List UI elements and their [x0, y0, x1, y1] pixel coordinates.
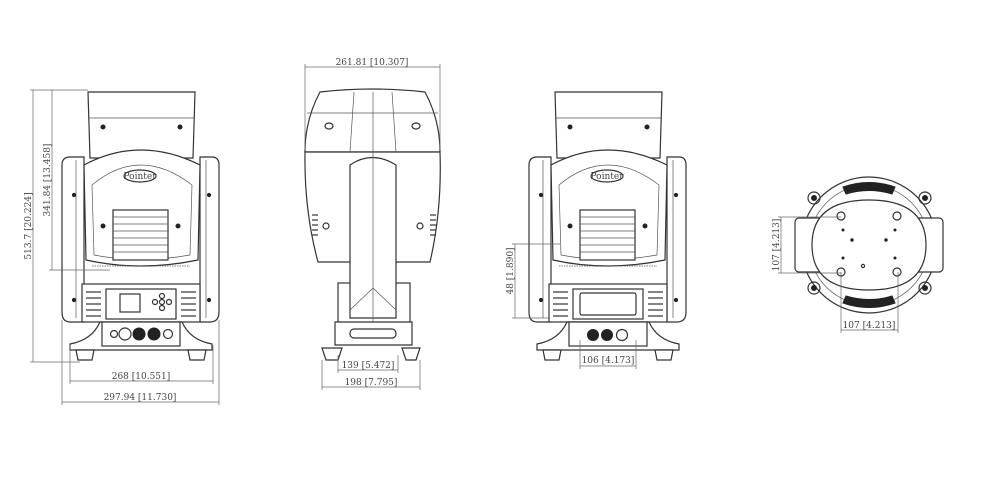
head-height-dimension: 341.84 [13.458] — [43, 144, 53, 217]
overall-width-dimension: 297.94 [11.730] — [104, 393, 177, 403]
side-base-inner-width-dimension: 139 [5.472] — [342, 361, 395, 371]
bottom-vertical-hole-spacing: 107 [4.213] — [772, 219, 782, 272]
overall-height-dimension: 513.7 [20.224] — [24, 192, 34, 259]
side-base-width-dimension: 198 [7.795] — [345, 378, 398, 388]
bottom-view: 107 [4.213] 107 [4.213] — [772, 176, 944, 333]
logo: Pointer — [123, 172, 157, 182]
bottom-horizontal-hole-spacing: 107 [4.213] — [843, 321, 896, 331]
connectors — [109, 327, 174, 341]
panel-height-dimension: 48 [1.890] — [506, 247, 516, 294]
head-width-dimension: 261.81 [10.307] — [336, 58, 409, 68]
logo: Pointer — [590, 172, 624, 182]
rear-view: Pointer 48 [1.890] 106 [4.173] — [506, 91, 687, 369]
front-view: Pointer 513.7 [20.224] 341.84 [13.458] 2… — [24, 89, 220, 405]
side-view: 261.81 [10.307] 139 [5.472] 198 [7.795] — [304, 58, 441, 390]
base-inner-width-dimension: 268 [10.551] — [112, 372, 171, 382]
connector-width-dimension: 106 [4.173] — [582, 356, 635, 366]
control-display-panel — [105, 288, 177, 320]
feet — [807, 191, 932, 295]
